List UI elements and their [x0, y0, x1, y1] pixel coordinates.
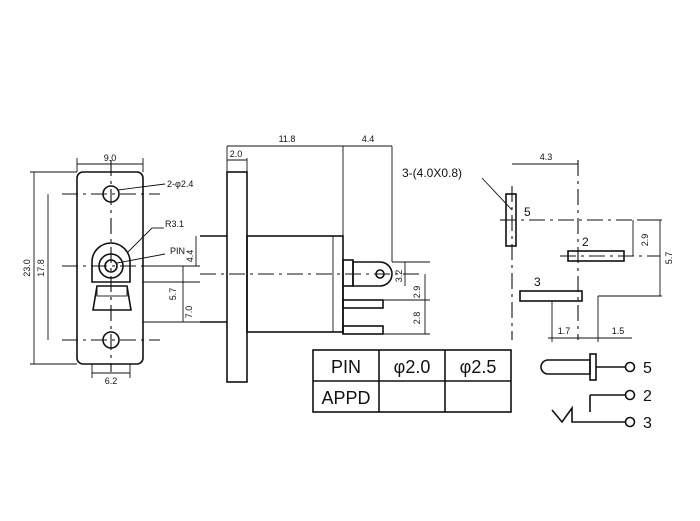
pin-2-label: 2	[582, 235, 589, 249]
width-bottom-label: 6.2	[105, 376, 118, 386]
table-pin-header: PIN	[331, 357, 361, 377]
dim-c-label: 2.8	[412, 312, 422, 325]
socket-opening	[92, 285, 132, 311]
terminal-lower	[342, 299, 384, 309]
terminal-tab	[352, 261, 393, 287]
dim-57-label: 5.7	[664, 252, 674, 265]
front-view: 9.0 2-φ2.4 R3.1 PIN 23.0 17.8 6.2 5.7 7.…	[22, 153, 200, 386]
offset-upper-label: 5.7	[168, 288, 178, 301]
height-total-label: 23.0	[22, 259, 32, 277]
dim-15-label: 1.5	[612, 326, 625, 336]
pin-5-label: 5	[524, 205, 531, 219]
dim-a-label: 3.2	[394, 270, 404, 283]
side-body	[246, 235, 344, 333]
front-body-outline	[76, 171, 144, 365]
center-height-label: 4.4	[185, 250, 195, 263]
terminal-3-label: 3	[643, 415, 652, 432]
dim-29-label: 2.9	[640, 234, 650, 247]
side-flange	[226, 171, 248, 383]
flange-label: 2.0	[230, 149, 243, 159]
hole-callout-label: 2-φ2.4	[167, 179, 193, 189]
pin-callout-label: PIN	[170, 246, 185, 256]
radius-callout-label: R3.1	[165, 219, 184, 229]
terminal-5-label: 5	[643, 360, 652, 377]
pin-3-label: 3	[534, 275, 541, 289]
table-col-2-header: φ2.0	[394, 357, 431, 377]
spacing-top-label: 4.3	[540, 152, 553, 162]
offset-lower-label: 7.0	[184, 306, 194, 319]
pin-layout-view: 3-(4.0X0.8) 5 2 3 4.3 2.9 5.7 1.7 1.5	[402, 152, 674, 342]
plug-symbol	[540, 359, 591, 375]
schematic-symbol: 5 2 3	[540, 353, 652, 432]
jack-boss	[91, 242, 131, 283]
dim-17-label: 1.7	[558, 326, 571, 336]
terminal-bottom	[342, 325, 384, 335]
pin-3-shape	[519, 290, 583, 302]
table-col-3-header: φ2.5	[460, 357, 497, 377]
table-appd-label: APPD	[321, 388, 370, 408]
dim-b-label: 2.9	[412, 286, 422, 299]
body-length-label: 11.8	[279, 134, 296, 144]
terminal-5-circle	[624, 361, 636, 373]
width-top-label: 9.0	[104, 153, 117, 163]
pin-table: PIN φ2.0 φ2.5 APPD	[312, 349, 512, 413]
switch-contact	[551, 405, 625, 424]
tab-length-label: 4.4	[362, 134, 375, 144]
pin-callout-label: 3-(4.0X0.8)	[402, 166, 462, 180]
terminal-stub	[342, 259, 354, 287]
terminal-2-label: 2	[643, 388, 652, 405]
terminal-2-circle	[624, 389, 636, 401]
hole-pitch-label: 17.8	[36, 259, 46, 277]
terminal-3-circle	[624, 416, 636, 428]
socket-rim	[96, 285, 128, 297]
side-view: 2.0 11.8 4.4 3.2 2.9 2.8	[200, 134, 430, 383]
